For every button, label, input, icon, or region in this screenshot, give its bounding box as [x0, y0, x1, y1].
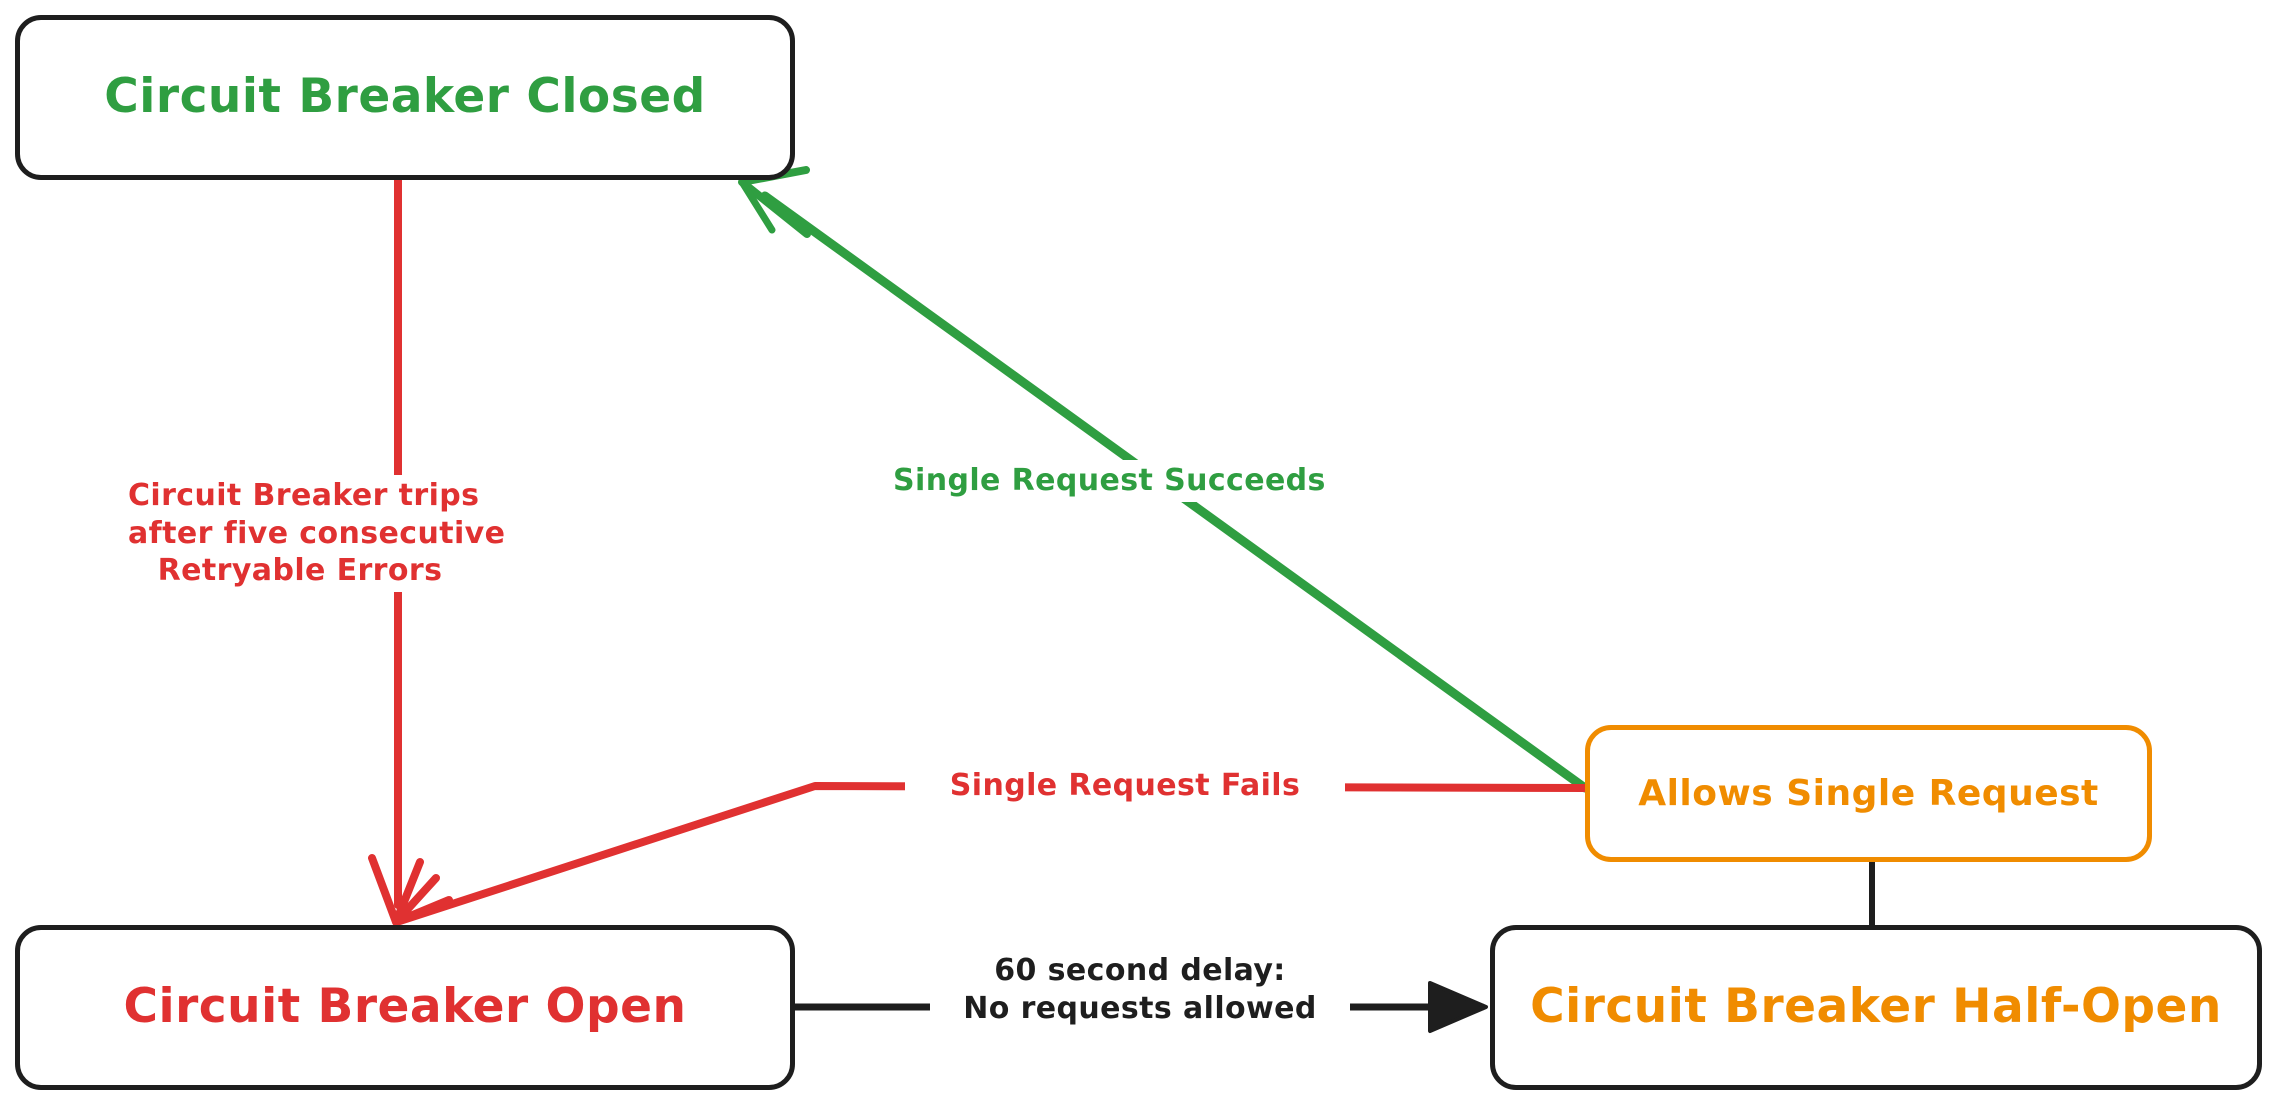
node-label-closed: Circuit Breaker Closed	[104, 69, 706, 125]
node-label-allows-single-request: Allows Single Request	[1638, 772, 2099, 814]
edge-label-allows-to-closed: Single Request Succeeds	[885, 460, 1325, 502]
edge-label-closed-to-open: Circuit Breaker trips after five consecu…	[120, 475, 505, 592]
node-allows-single-request[interactable]: Allows Single Request	[1585, 725, 2152, 862]
node-circuit-breaker-closed[interactable]: Circuit Breaker Closed	[15, 15, 795, 180]
node-circuit-breaker-half-open[interactable]: Circuit Breaker Half-Open	[1490, 925, 2262, 1090]
edge-label-allows-to-open: Single Request Fails	[905, 765, 1345, 807]
node-circuit-breaker-open[interactable]: Circuit Breaker Open	[15, 925, 795, 1090]
edge-label-open-to-half-open: 60 second delay: No requests allowed	[930, 950, 1350, 1029]
node-label-half-open: Circuit Breaker Half-Open	[1530, 979, 2222, 1035]
node-label-open: Circuit Breaker Open	[123, 979, 687, 1035]
